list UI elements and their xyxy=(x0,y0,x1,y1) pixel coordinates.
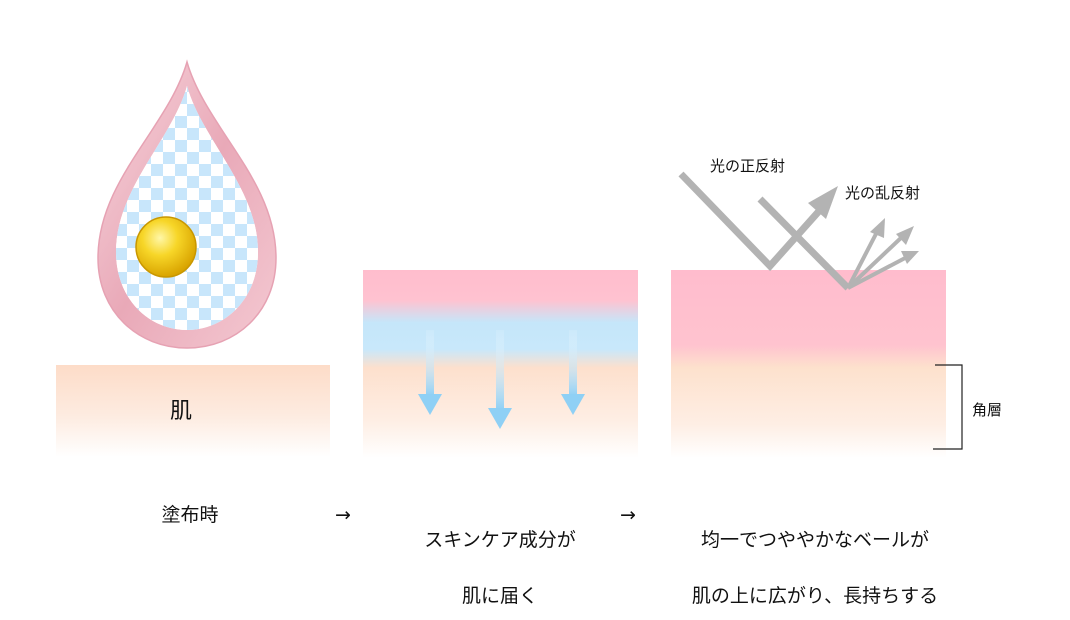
flow-arrow-2: → xyxy=(620,504,636,526)
skin-label: 肌 xyxy=(170,399,193,424)
arrow-shaft xyxy=(496,330,504,410)
arrow-head xyxy=(561,394,585,415)
skin-block xyxy=(56,365,330,457)
caption-application: 塗布時 xyxy=(161,504,219,526)
arrow-shaft xyxy=(569,330,577,396)
diffuse-arrows xyxy=(846,218,919,290)
caption-penetration-line1: スキンケア成分が xyxy=(424,529,576,551)
specular-label: 光の正反射 xyxy=(710,157,786,175)
arrow-shaft xyxy=(426,330,434,396)
caption-veil: 均一でつややかなベールが 肌の上に広がり、長持ちする xyxy=(660,498,970,610)
stratum-label: 角層 xyxy=(972,401,1003,419)
specular-arrowhead xyxy=(808,186,838,219)
droplet xyxy=(97,59,277,349)
oil-ball xyxy=(135,216,197,278)
stratum-bracket xyxy=(933,364,963,450)
caption-penetration: スキンケア成分が 肌に届く xyxy=(390,498,610,610)
caption-penetration-line2: 肌に届く xyxy=(461,585,538,607)
caption-veil-line2: 肌の上に広がり、長持ちする xyxy=(691,585,939,607)
diffuse-label: 光の乱反射 xyxy=(845,184,921,202)
arrow-head xyxy=(418,394,442,415)
arrow-head xyxy=(488,408,512,429)
flow-arrow-1: → xyxy=(335,504,351,526)
caption-veil-line1: 均一でつややかなベールが xyxy=(700,529,929,551)
specular-reflection xyxy=(678,171,823,272)
penetration-arrows xyxy=(418,330,585,429)
layer-stack-3 xyxy=(671,270,946,458)
diffuse-reflection xyxy=(757,196,851,291)
